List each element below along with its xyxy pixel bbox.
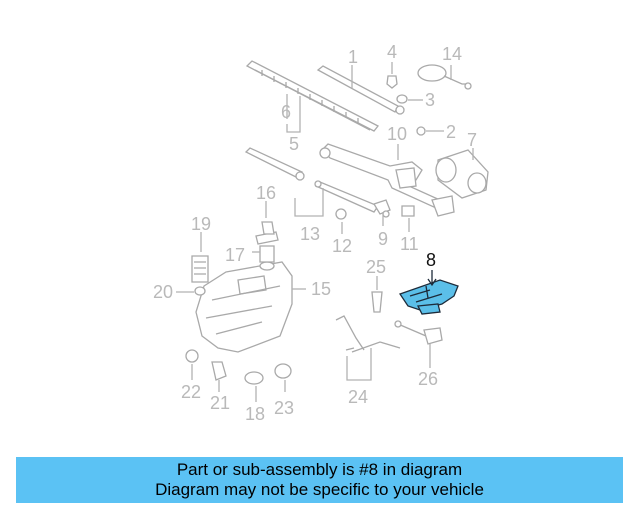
callout-14: 14 (442, 44, 462, 64)
hose-connector-part (394, 320, 443, 345)
wiper-arm-part (316, 65, 405, 115)
nut-part (386, 75, 398, 89)
grommet-18-part (244, 371, 264, 385)
clip-part (335, 208, 347, 220)
highlighted-part-8 (398, 279, 459, 315)
callout-21: 21 (210, 393, 230, 413)
wiper-linkage-part (319, 143, 455, 217)
grommet-22-part (185, 349, 199, 363)
part-info-banner: Part or sub-assembly is #8 in diagram Di… (16, 457, 623, 503)
callout-22: 22 (181, 382, 201, 402)
reservoir-cap-part (259, 245, 275, 263)
callout-7: 7 (467, 130, 477, 150)
bushing-11-part (401, 205, 415, 217)
callout-numbers: 1 4 14 3 6 10 2 7 5 16 19 13 12 9 11 17 … (153, 42, 477, 424)
banner-line-1: Part or sub-assembly is #8 in diagram (176, 460, 463, 479)
bushing-part (373, 199, 391, 218)
callout-24: 24 (348, 387, 368, 407)
callout-10: 10 (387, 124, 407, 144)
connector-21-part (211, 361, 227, 381)
filler-neck-part (255, 221, 279, 245)
callout-19: 19 (191, 214, 211, 234)
callout-25: 25 (366, 257, 386, 277)
pump-grommet-part (194, 286, 206, 296)
callout-23: 23 (274, 398, 294, 418)
grommet-part (416, 126, 426, 136)
callout-17: 17 (225, 245, 245, 265)
banner-line-2: Diagram may not be specific to your vehi… (155, 480, 484, 499)
callout-3: 3 (425, 90, 435, 110)
callout-5: 5 (289, 134, 299, 154)
callout-2: 2 (446, 122, 456, 142)
callout-9: 9 (378, 229, 388, 249)
washer-hose-part (335, 315, 401, 353)
callout-12: 12 (332, 236, 352, 256)
callout-20: 20 (153, 282, 173, 302)
washer-part (396, 94, 408, 104)
washer-pump-part (191, 255, 209, 283)
leader-lines (176, 62, 474, 402)
washer-nozzle-part (371, 291, 383, 313)
callout-8: 8 (426, 250, 436, 270)
callout-26: 26 (418, 369, 438, 389)
callout-15: 15 (311, 279, 331, 299)
wiper-motor-part (435, 149, 489, 199)
wiper-blade-part (245, 60, 380, 132)
callout-11: 11 (400, 234, 419, 254)
callout-16: 16 (256, 183, 276, 203)
washer-reservoir-part (195, 261, 293, 353)
callout-4: 4 (387, 42, 397, 62)
cap-part (417, 64, 472, 90)
grommet-23-part (274, 363, 292, 379)
callout-18: 18 (245, 404, 265, 424)
callout-1: 1 (348, 47, 358, 67)
callout-6: 6 (281, 102, 291, 122)
callout-13: 13 (300, 224, 320, 244)
windshield-wiper-washer-diagram: 1 4 14 3 6 10 2 7 5 16 19 13 12 9 11 17 … (153, 42, 489, 424)
